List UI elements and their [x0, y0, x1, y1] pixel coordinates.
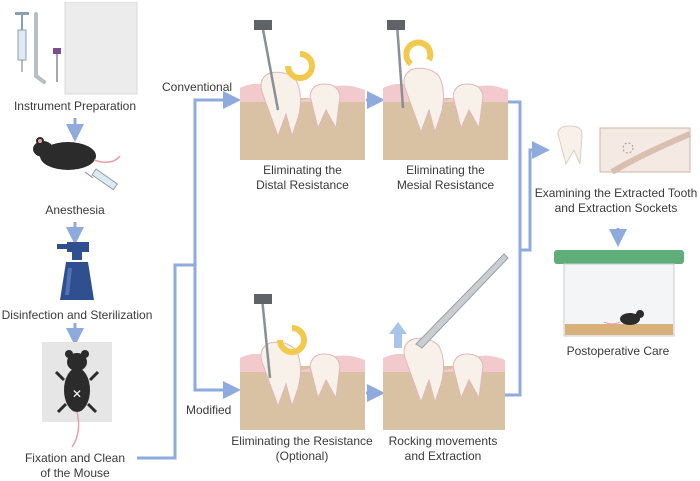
instrument-handle [387, 20, 405, 30]
bone [240, 98, 365, 160]
examining-label-line1: Examining the Extracted Tooth [534, 186, 698, 200]
elevator-instrument [260, 297, 272, 379]
instrument-handle [254, 294, 272, 304]
branch-conventional-line [137, 91, 241, 460]
panel-resistance [240, 294, 365, 430]
bone [240, 366, 365, 430]
molar-tooth [403, 67, 445, 134]
molar-tooth-2 [452, 83, 484, 130]
instruments-illustration [15, 2, 138, 95]
molar-tooth-2 [452, 353, 484, 400]
examining-label-line2: and Extraction Sockets [554, 201, 678, 215]
syringe-icon [84, 168, 119, 191]
fixation-illustration: ✕ [42, 342, 112, 448]
socket-panel [599, 127, 691, 173]
examining-illustration [557, 125, 692, 174]
bone [383, 366, 505, 430]
rotate-arrow-icon [403, 39, 434, 67]
jaw-outline [610, 131, 692, 174]
needle-icon [53, 48, 61, 82]
panel-distal [240, 20, 365, 160]
step-disinfection-label: Disinfection and Sterilization [1, 308, 153, 322]
molar-tooth-2 [309, 353, 341, 400]
syringe-icon [15, 12, 29, 72]
mouse-icon [603, 310, 644, 325]
mouse-icon [33, 137, 121, 170]
rocking-label-line1: Rocking movements [388, 434, 498, 448]
molar-tooth [260, 341, 302, 408]
spray-bottle-icon [57, 242, 94, 300]
resistance-label-line2: (Optional) [275, 449, 329, 463]
mesial-label-line1: Eliminating the [406, 163, 485, 177]
molar-tooth-2 [309, 83, 341, 130]
cage-illustration [554, 250, 684, 337]
forceps-instrument [415, 253, 509, 349]
merge-to-examining-line [520, 141, 550, 252]
socket-mark [622, 142, 634, 154]
resistance-label-line1: Eliminating the Resistance [231, 434, 373, 448]
panel-mesial [383, 20, 508, 160]
rotate-arrow-icon [277, 325, 307, 355]
rocking-label-line2: and Extraction [404, 449, 482, 463]
distal-label-line1: Eliminating the [263, 163, 342, 177]
molar-tooth [403, 337, 445, 404]
step-fixation-label-line2: of the Mouse [40, 466, 110, 480]
step-fixation-label-line1: Fixation and Clean [24, 451, 126, 465]
step-anesthesia-label: Anesthesia [45, 203, 105, 217]
branch-modified-line [193, 265, 241, 399]
mesial-label-line2: Mesial Resistance [396, 178, 495, 192]
elevator-instrument [260, 23, 280, 111]
branch-modified-label: Modified [186, 403, 232, 417]
step-instrument-label: Instrument Preparation [13, 99, 137, 113]
up-arrow-icon [389, 322, 407, 348]
postop-label: Postoperative Care [566, 344, 670, 358]
instrument-handle [254, 20, 272, 30]
rotate-arrow-icon [285, 51, 315, 81]
probe-icon [34, 12, 46, 84]
distal-label-line2: Distal Resistance [256, 178, 349, 192]
anesthesia-illustration [33, 137, 121, 191]
cage-lid [554, 250, 684, 264]
extracted-tooth-icon [557, 125, 583, 166]
svg-text:✕: ✕ [72, 387, 82, 401]
panel-rocking [383, 253, 509, 430]
mouse-icon: ✕ [54, 350, 100, 448]
branch-conventional-label: Conventional [162, 80, 233, 94]
elevator-instrument [395, 23, 405, 109]
drape-pad [64, 2, 138, 95]
bone [383, 98, 508, 160]
cage-bedding [565, 324, 673, 335]
